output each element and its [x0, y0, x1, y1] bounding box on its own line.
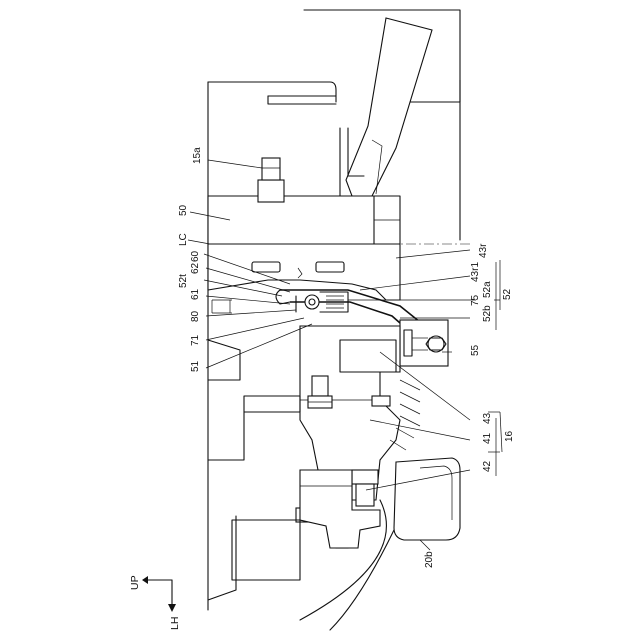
label-80: 80 [190, 310, 201, 322]
label-52: 52 [502, 288, 513, 300]
label-71: 71 [190, 334, 201, 346]
boss-15a [258, 158, 284, 202]
label-43: 43 [482, 412, 493, 424]
label-52b: 52b [482, 305, 493, 322]
label-lc: LC [178, 233, 189, 246]
label-43r1: 43r1 [470, 262, 481, 282]
label-75: 75 [470, 294, 481, 306]
direction-indicator [142, 576, 176, 612]
label-61: 61 [190, 288, 201, 300]
label-52t: 52t [178, 274, 189, 288]
cylinder-head-block [208, 196, 400, 244]
label-42: 42 [482, 460, 493, 472]
bracket-43r [208, 244, 400, 300]
label-41: 41 [482, 432, 493, 444]
label-43r: 43r [478, 243, 489, 258]
upper-frame-arm [340, 18, 432, 196]
label-up: UP [129, 575, 141, 590]
label-62: 62 [190, 262, 201, 274]
label-50: 50 [178, 204, 189, 216]
label-60: 60 [190, 250, 201, 262]
clamp-55 [400, 320, 448, 366]
label-52a: 52a [482, 281, 493, 298]
label-20b: 20b [424, 551, 435, 568]
label-15a: 15a [192, 147, 203, 164]
label-51: 51 [190, 360, 201, 372]
label-lh: LH [169, 617, 181, 630]
label-55: 55 [470, 344, 481, 356]
label-16: 16 [504, 430, 515, 442]
